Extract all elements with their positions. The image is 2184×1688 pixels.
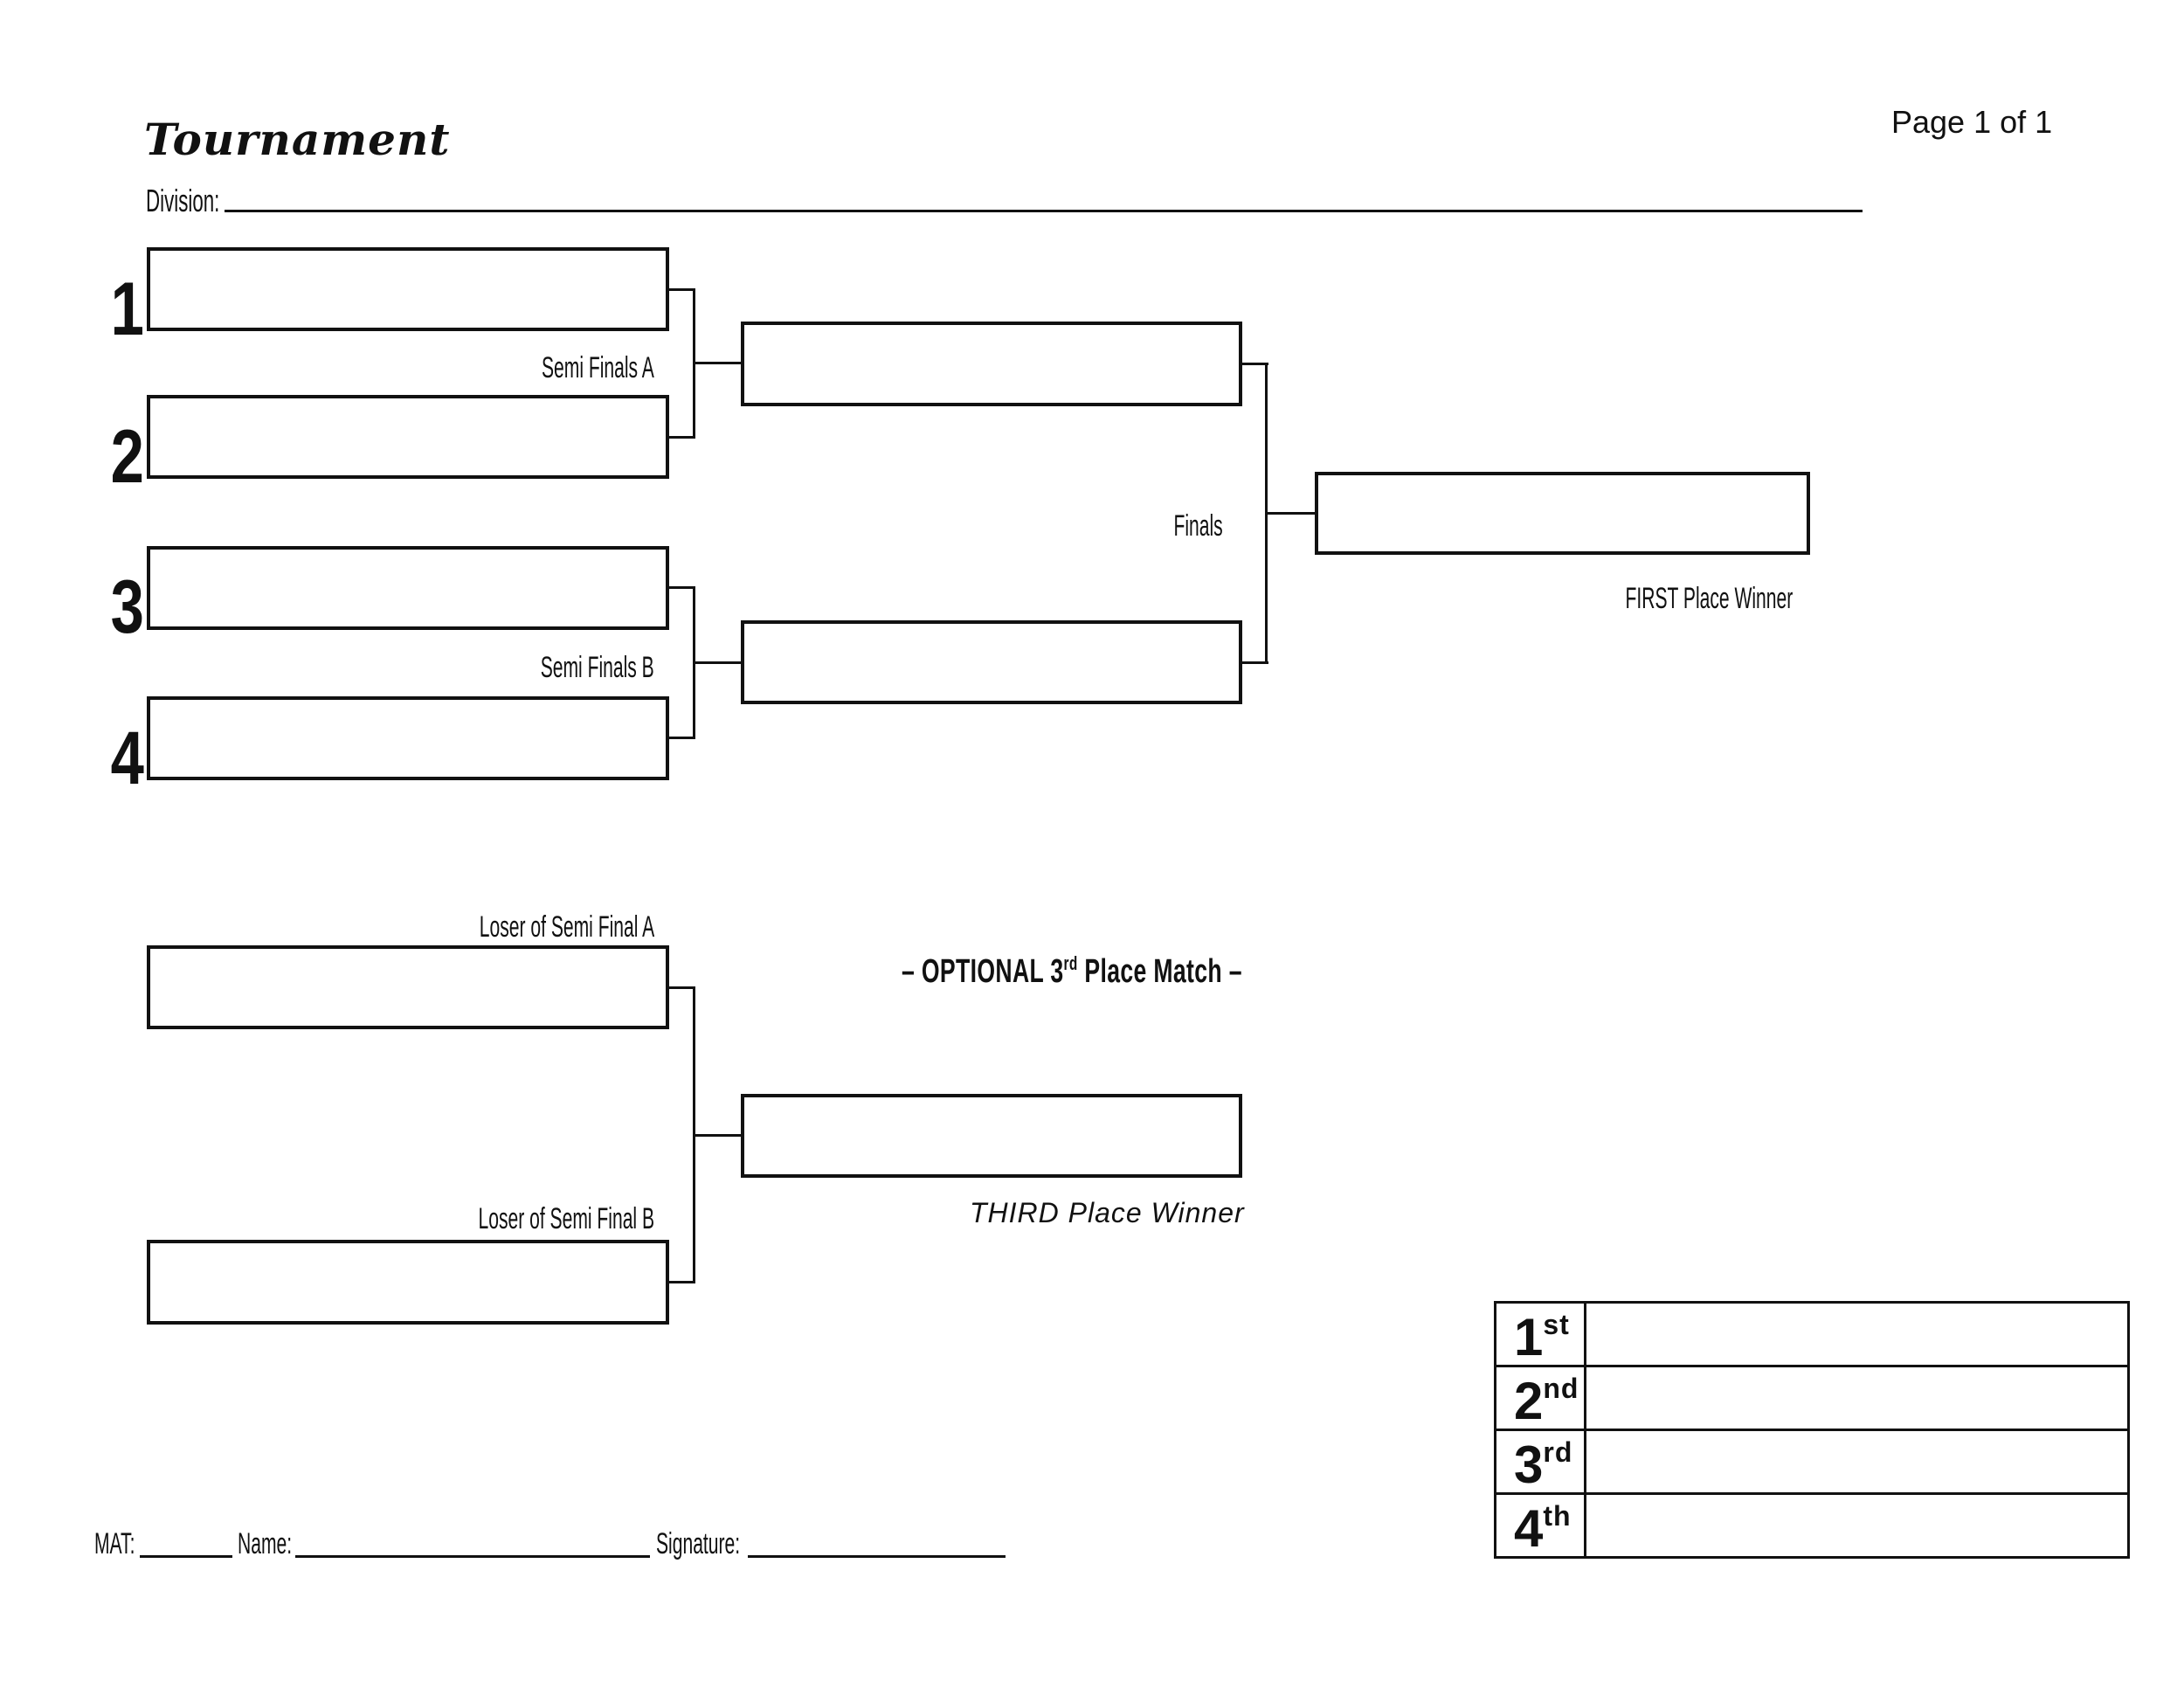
semi-finals-a-label: Semi Finals A [542, 351, 654, 384]
table-row: 4th [1496, 1495, 2127, 1556]
loser-of-semi-final-b-label: Loser of Semi Final B [478, 1202, 654, 1235]
connector-line [693, 1134, 741, 1137]
final-results-table: 1st 2nd 3rd 4th [1494, 1301, 2130, 1559]
loser-a-entry-box[interactable] [147, 945, 669, 1029]
finals-label: Finals [1173, 509, 1223, 543]
seed-3-entry-box[interactable] [147, 546, 669, 630]
division-label: Division: [146, 183, 220, 218]
division-fill-line[interactable] [225, 210, 1863, 212]
place-label-1st: 1st [1496, 1304, 1586, 1365]
place-label-4th: 4th [1496, 1495, 1586, 1556]
connector-line [669, 986, 695, 989]
mat-fill-line[interactable] [140, 1555, 232, 1558]
connector-line [669, 1281, 695, 1283]
connector-line [693, 661, 741, 664]
loser-b-entry-box[interactable] [147, 1240, 669, 1325]
table-row: 1st [1496, 1304, 2127, 1367]
place-value-cell-4th[interactable] [1586, 1495, 2127, 1556]
seed-2-entry-box[interactable] [147, 395, 669, 479]
finals-winner-box[interactable] [1315, 472, 1810, 555]
seed-number-4: 4 [110, 716, 144, 800]
name-label: Name: [238, 1527, 293, 1560]
seed-number-1: 1 [110, 267, 144, 351]
optional-title-text: Place Match – [1077, 953, 1242, 990]
semi-final-a-winner-box[interactable] [741, 322, 1242, 406]
optional-third-place-title: – OPTIONAL 3rd Place Match – [902, 952, 1242, 990]
mat-label: MAT: [94, 1527, 135, 1560]
first-place-winner-label: FIRST Place Winner [1625, 582, 1793, 615]
place-value-cell-3rd[interactable] [1586, 1431, 2127, 1492]
page-title: Tournament [144, 114, 451, 165]
connector-line [1242, 363, 1268, 365]
seed-1-entry-box[interactable] [147, 247, 669, 331]
connector-line [669, 436, 695, 439]
connector-line [669, 288, 695, 291]
page-indicator: Page 1 of 1 [1891, 104, 2053, 140]
connector-line [1242, 661, 1268, 664]
loser-of-semi-final-a-label: Loser of Semi Final A [479, 910, 654, 944]
place-label-2nd: 2nd [1496, 1367, 1586, 1429]
seed-number-3: 3 [110, 565, 144, 649]
semi-final-b-winner-box[interactable] [741, 620, 1242, 704]
name-fill-line[interactable] [295, 1555, 650, 1558]
connector-line [693, 362, 741, 364]
signature-fill-line[interactable] [748, 1555, 1006, 1558]
table-row: 3rd [1496, 1431, 2127, 1495]
place-label-3rd: 3rd [1496, 1431, 1586, 1492]
place-value-cell-1st[interactable] [1586, 1304, 2127, 1365]
seed-4-entry-box[interactable] [147, 696, 669, 780]
connector-line [669, 586, 695, 589]
third-place-winner-box[interactable] [741, 1094, 1242, 1178]
third-place-winner-label: THIRD Place Winner [970, 1197, 1245, 1228]
connector-line [1265, 512, 1315, 515]
optional-title-text: – OPTIONAL 3 [902, 953, 1064, 990]
place-value-cell-2nd[interactable] [1586, 1367, 2127, 1429]
signature-label: Signature: [656, 1527, 741, 1560]
connector-line [669, 737, 695, 739]
semi-finals-b-label: Semi Finals B [540, 651, 654, 684]
table-row: 2nd [1496, 1367, 2127, 1431]
seed-number-2: 2 [110, 415, 144, 499]
ordinal-superscript: rd [1063, 952, 1078, 974]
